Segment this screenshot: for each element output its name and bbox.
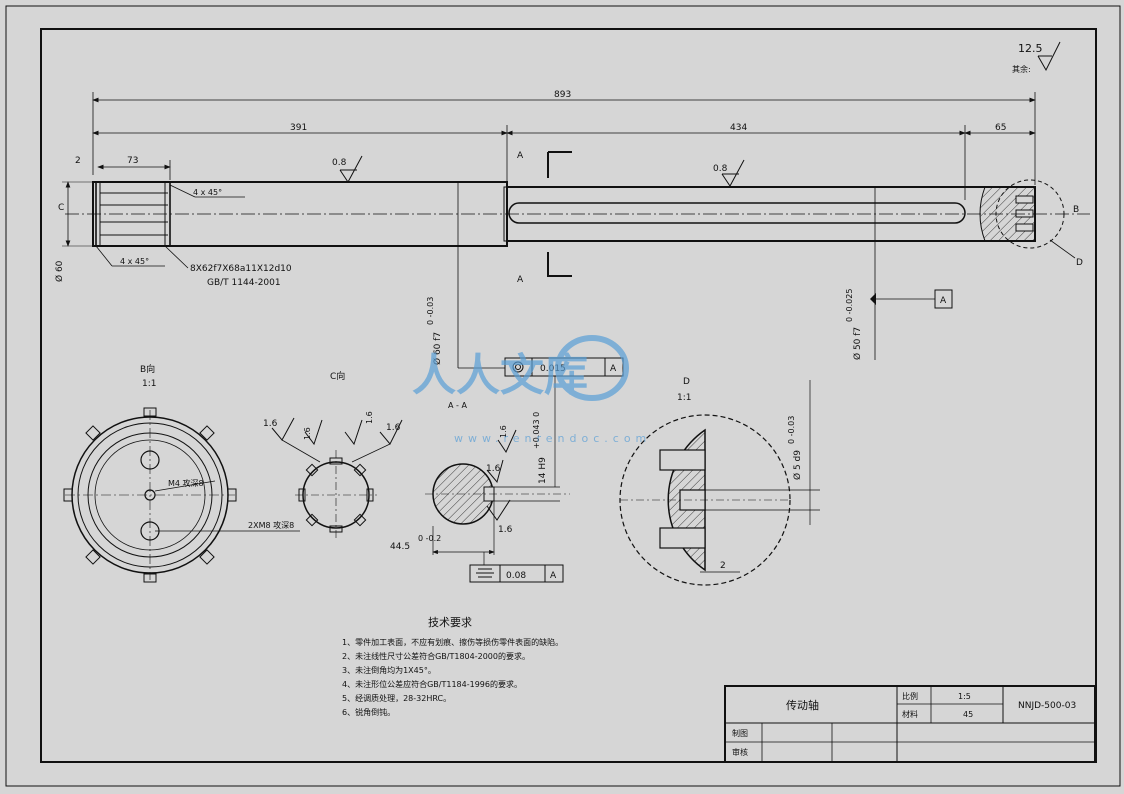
dim-end-section: 65 [995,123,1006,133]
watermark: 人人文库 www.renrendoc.com [412,335,651,445]
tech-req-item: 4、未注形位公差应符合GB/T1184-1996的要求。 [342,679,522,689]
dim-right-section: 434 [730,123,747,133]
runout-value: 0.015 [540,364,566,374]
spline-standard: GB/T 1144-2001 [207,278,281,288]
section-aa-rough-3: 1.6 [499,425,508,438]
tech-req-item: 5、经调质处理，28-32HRC。 [342,693,451,703]
spline-spec: 8X62f7X68a11X12d10 [190,264,292,274]
dim-dia-50f7: Ø 50 f7 [852,327,863,360]
roughness-mid2-icon [721,159,745,187]
view-b-note-m4: M4 攻深8 [168,478,204,488]
section-aa-depth-tol: 0 -0.2 [418,534,441,543]
tech-req-item: 3、未注倒角均为1X45°。 [342,665,436,675]
section-a-bottom: A [517,275,524,285]
general-roughness: 12.5 其余: [1012,41,1061,74]
datum-a-label: A [940,296,947,306]
title-checked-label: 审核 [732,747,748,757]
runout-datum: A [610,364,617,374]
label-b: B [1073,205,1079,215]
view-b-title: B向 [140,363,155,375]
title-drawn-label: 制图 [732,728,748,738]
title-part-name: 传动轴 [786,698,819,712]
section-aa-rough-2: 1.6 [498,525,513,535]
section-aa-keyway-tol: +0.043 0 [532,412,541,449]
view-c-rough-2: 1.6 [303,427,312,440]
chamfer-bottom-label: 4 x 45° [120,257,149,266]
view-b-note-m8: 2XM8 攻深8 [248,520,294,530]
view-c-rough-4: 1.6 [386,423,401,433]
general-roughness-value: 12.5 [1018,42,1043,55]
inner-border [40,28,1097,763]
tech-req-item: 2、未注线性尺寸公差符合GB/T1804-2000的要求。 [342,651,530,661]
roughness-mid1-icon [339,155,363,183]
dim-offset: 2 [75,156,81,166]
detail-d-title: D [683,377,690,387]
section-aa-title: A - A [448,401,467,410]
section-aa-depth: 44.5 [390,542,410,552]
detail-d-dia: Ø 5 d9 [792,450,803,480]
detail-d-tol: 0 -0.03 [787,416,796,444]
datum-a-box [934,289,953,309]
roughness-mid2-value: 0.8 [713,164,728,174]
section-aa-rough-1: 1.6 [486,464,501,474]
section-aa-keyway: 14 H9 [538,457,548,484]
label-d: D [1076,258,1083,268]
title-block [724,685,1096,763]
label-c: C [58,203,64,213]
section-aa-symmetry-value: 0.08 [506,571,526,581]
dim-tol-60f7: 0 -0.03 [426,297,435,325]
title-scale-label: 比例 [902,691,918,701]
tech-req-item: 6、锐角倒钝。 [342,707,395,717]
watermark-logo-icon [555,335,629,401]
view-c [271,417,403,540]
detail-d [619,380,820,586]
dim-tol-50f7: 0 -0.025 [845,289,854,322]
tech-req-item: 1、零件加工表面，不应有划痕、擦伤等损伤零件表面的缺陷。 [342,637,563,647]
section-aa-symmetry-datum: A [550,571,557,581]
dim-dia-60f7: Ø 60 f7 [432,332,443,365]
section-aa [425,376,570,583]
view-b-scale: 1:1 [142,379,156,389]
title-drawing-no: NNJD-500-03 [1018,701,1076,711]
shaft-main-view [65,179,1090,249]
tech-req-title: 技术要求 [428,616,472,629]
outer-border [5,5,1121,787]
detail-d-scale: 1:1 [677,393,691,403]
watermark-brand: 人人文库 [412,350,588,401]
dim-spline-length: 73 [127,156,138,166]
watermark-url: www.renrendoc.com [454,432,651,445]
view-b [63,407,300,583]
view-c-rough-1: 1.6 [263,419,278,429]
section-marker [547,151,572,277]
general-roughness-label: 其余: [1012,64,1031,74]
dim-left-section: 391 [290,123,307,133]
detail-d-dim: 2 [720,561,726,571]
tech-req-list: 1、零件加工表面，不应有划痕、擦伤等损伤零件表面的缺陷。 2、未注线性尺寸公差符合… [342,637,563,717]
title-scale-value: 1:5 [958,692,971,701]
view-c-rough-3: 1.6 [365,411,374,424]
length-dimensions [92,92,1036,200]
roughness-mid1-value: 0.8 [332,158,347,168]
dim-dia-60: Ø 60 [54,260,65,282]
dim-overall-length: 893 [554,90,571,100]
chamfer-top-label: 4 x 45° [193,188,222,197]
title-material-label: 材料 [902,709,918,719]
view-c-title: C向 [330,370,345,382]
title-material-value: 45 [963,710,973,719]
roughness-symbol-icon [1037,41,1061,72]
section-a-top: A [517,151,524,161]
